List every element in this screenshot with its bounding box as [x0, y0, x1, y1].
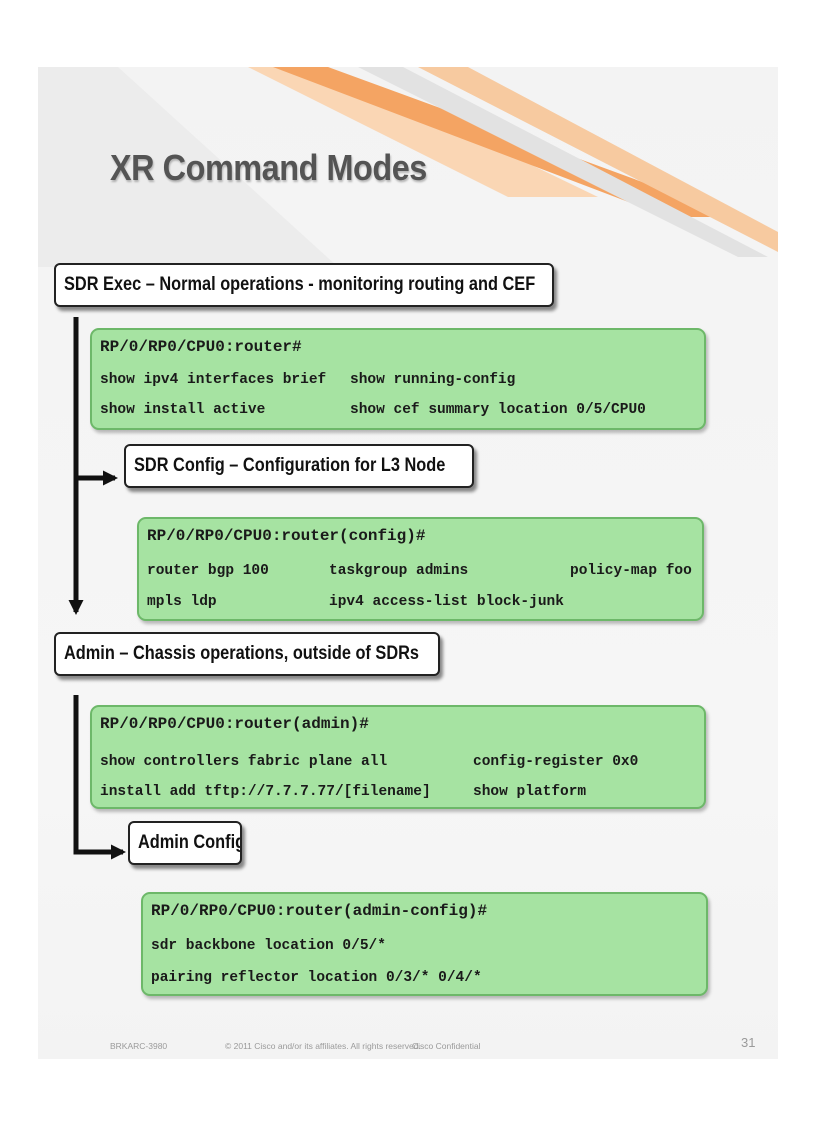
slide-title: XR Command Modes: [110, 147, 427, 188]
slide: XR Command Modes SDR Exec – Normal opera…: [38, 67, 778, 1059]
command: show controllers fabric plane all: [100, 754, 388, 770]
sdr-exec-commands: RP/0/RP0/CPU0:router# show ipv4 interfac…: [90, 328, 706, 430]
command: install add tftp://7.7.7.77/[filename]: [100, 784, 431, 800]
command: show cef summary location 0/5/CPU0: [350, 402, 646, 418]
command: show running-config: [350, 372, 516, 388]
sdr-config-mode: SDR Config – Configuration for L3 Node: [124, 444, 474, 488]
command: policy-map foo: [570, 563, 692, 579]
command: show ipv4 interfaces brief: [100, 372, 327, 388]
prompt: RP/0/RP0/CPU0:router(config)#: [147, 527, 426, 545]
command: sdr backbone location 0/5/*: [151, 938, 386, 954]
admin-to-admin-config-arrow: [73, 695, 126, 860]
command: ipv4 access-list block-junk: [329, 594, 564, 610]
command: show platform: [473, 784, 587, 800]
prompt: RP/0/RP0/CPU0:router(admin-config)#: [151, 902, 488, 920]
header-swoosh: [38, 67, 778, 267]
session-id: BRKARC-3980: [110, 1041, 168, 1051]
copyright: © 2011 Cisco and/or its affiliates. All …: [225, 1041, 421, 1051]
command: router bgp 100: [147, 563, 269, 579]
command: show install active: [100, 402, 266, 418]
admin-mode: Admin – Chassis operations, outside of S…: [54, 632, 440, 676]
page-number: 31: [741, 1035, 756, 1050]
prompt: RP/0/RP0/CPU0:router(admin)#: [100, 715, 369, 733]
sdr-config-commands: RP/0/RP0/CPU0:router(config)# router bgp…: [137, 517, 704, 621]
command: config-register 0x0: [473, 754, 639, 770]
command: taskgroup admins: [329, 563, 469, 579]
command: pairing reflector location 0/3/* 0/4/*: [151, 970, 482, 986]
mode-connectors: [68, 317, 126, 860]
admin-commands: RP/0/RP0/CPU0:router(admin)# show contro…: [90, 705, 706, 809]
confidential-label: Cisco Confidential: [412, 1041, 481, 1051]
command: mpls ldp: [147, 594, 217, 610]
admin-config-commands: RP/0/RP0/CPU0:router(admin-config)# sdr …: [141, 892, 708, 996]
sdr-exec-mode: SDR Exec – Normal operations - monitorin…: [54, 263, 554, 307]
prompt: RP/0/RP0/CPU0:router#: [100, 338, 302, 356]
admin-config-mode: Admin Config: [128, 821, 242, 865]
